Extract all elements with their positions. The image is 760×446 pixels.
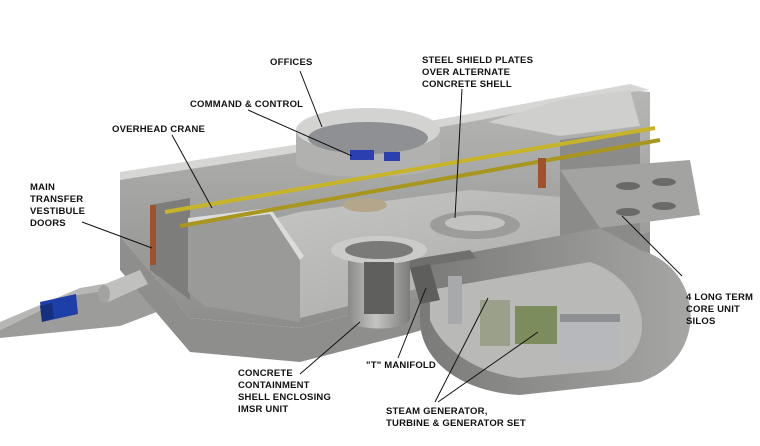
pipe-module (448, 276, 462, 324)
silo-4 (652, 202, 676, 210)
control-console (350, 150, 374, 160)
manifold-trench (410, 264, 440, 304)
transfer-tank-end (98, 285, 110, 303)
label-steel-shield-plates: STEEL SHIELD PLATES OVER ALTERNATE CONCR… (422, 55, 536, 90)
rear-platform-disc (343, 198, 387, 212)
label-offices: OFFICES (270, 57, 313, 68)
crane-rail-1 (164, 126, 656, 214)
label-command-control: COMMAND & CONTROL (190, 99, 303, 110)
generator-unit (560, 318, 620, 362)
label-main-transfer-vestibule-doors: MAIN TRANSFER VESTIBULE DOORS (30, 182, 88, 229)
steam-generator (480, 300, 510, 346)
generator-cap (560, 314, 620, 322)
truck-cab (40, 303, 54, 322)
silo-2 (652, 178, 676, 186)
foundation-slab (120, 230, 650, 362)
label-overhead-crane: OVERHEAD CRANE (112, 124, 205, 135)
crane-rail-2 (179, 138, 661, 228)
imsr-unit (364, 262, 394, 314)
containment-opening (345, 241, 413, 259)
front-left-block (188, 212, 300, 322)
vestibule-wall (150, 198, 190, 300)
control-console-2 (384, 152, 400, 161)
silo-deck (560, 160, 700, 228)
front-left-block-top (188, 208, 304, 260)
label-t-manifold: "T" MANIFOLD (366, 360, 436, 371)
interior-door-right (538, 158, 546, 188)
silo-3 (616, 208, 640, 216)
transfer-tank (100, 270, 148, 302)
offices-inner (308, 122, 428, 154)
t-manifold (395, 250, 476, 270)
silo-1 (616, 182, 640, 190)
leader-lines (81, 70, 683, 403)
turbine-casing (515, 306, 557, 344)
transfer-door (150, 205, 156, 265)
label-concrete-containment: CONCRETE CONTAINMENT SHELL ENCLOSING IMS… (238, 368, 334, 415)
label-core-unit-silos: 4 LONG TERM CORE UNIT SILOS (686, 292, 756, 327)
access-ramp (0, 282, 188, 338)
rear-reactor-core (445, 215, 505, 231)
label-steam-generator-set: STEAM GENERATOR, TURBINE & GENERATOR SET (386, 406, 526, 429)
right-wing-top (488, 90, 640, 136)
